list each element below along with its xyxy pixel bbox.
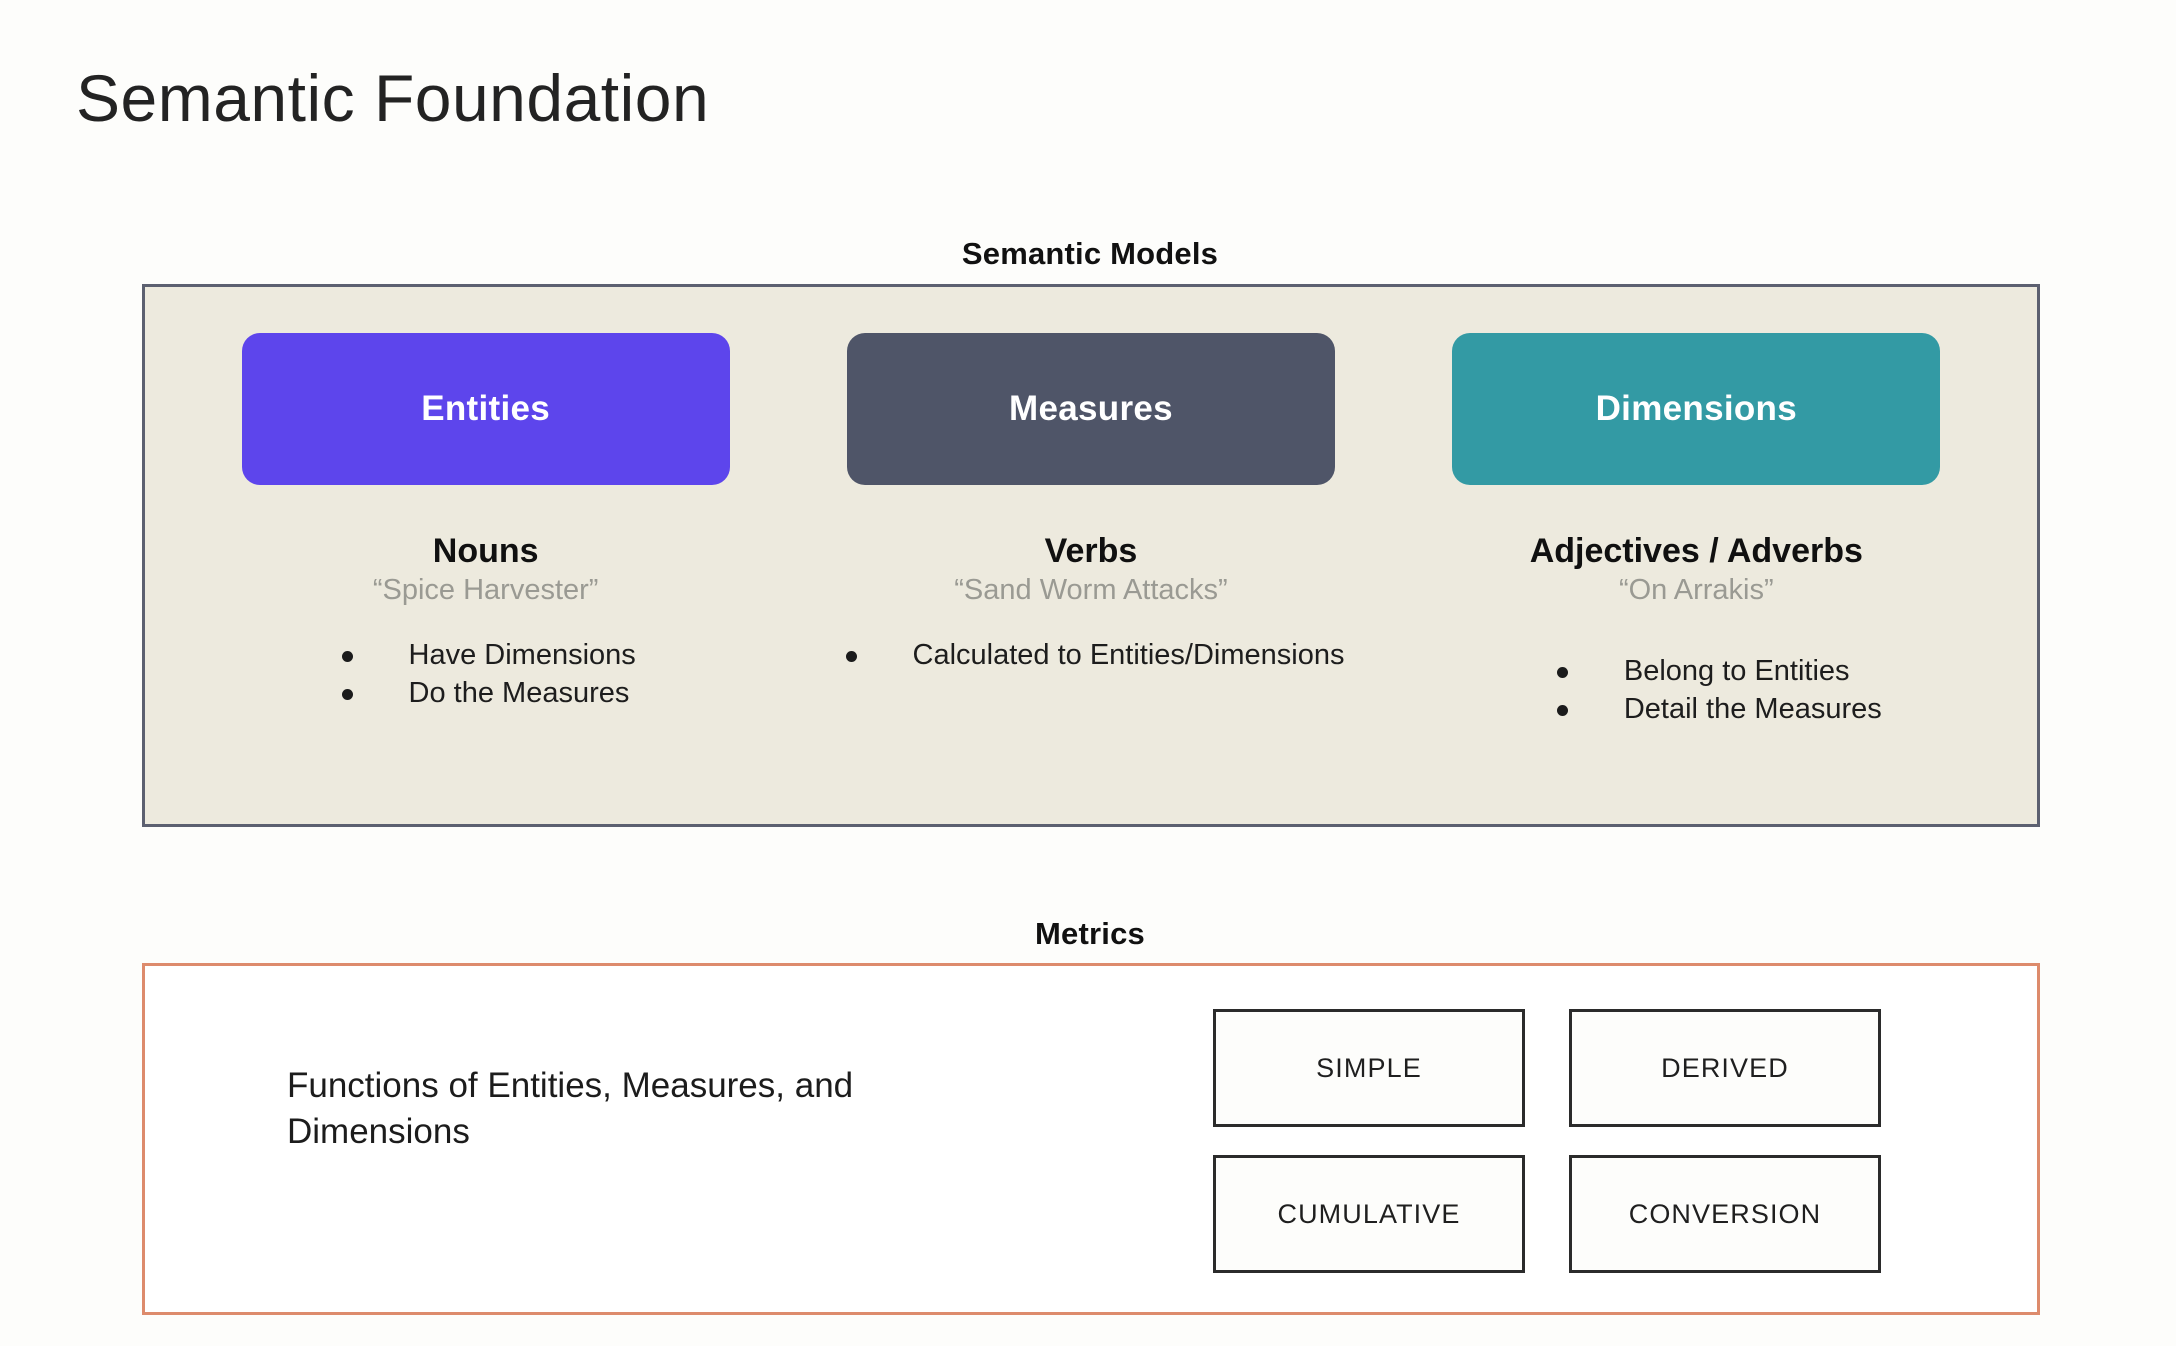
bullet-dot-icon xyxy=(341,651,353,663)
dimensions-example: “On Arrakis” xyxy=(1618,574,1774,607)
model-column-measures: Measures Verbs “Sand Worm Attacks” Calcu… xyxy=(788,333,1393,824)
list-item: Belong to Entities xyxy=(1556,653,1882,690)
bullet-dot-icon xyxy=(1556,704,1568,716)
bullet-dot-icon xyxy=(341,688,353,700)
dimensions-pill[interactable]: Dimensions xyxy=(1452,333,1941,485)
metric-type-derived[interactable]: DERIVED xyxy=(1569,1009,1881,1127)
measures-example: “Sand Worm Attacks” xyxy=(954,574,1228,607)
semantic-models-panel: Entities Nouns “Spice Harvester” Have Di… xyxy=(142,284,2040,827)
semantic-models-grid: Entities Nouns “Spice Harvester” Have Di… xyxy=(145,287,2037,824)
list-item: Detail the Measures xyxy=(1556,691,1882,728)
dimensions-bullet-0: Belong to Entities xyxy=(1623,655,1850,688)
entities-bullet-0: Have Dimensions xyxy=(408,639,636,672)
entities-example: “Spice Harvester” xyxy=(372,574,599,607)
bullet-dot-icon xyxy=(1556,667,1568,679)
dimensions-bullet-1: Detail the Measures xyxy=(1623,692,1882,725)
bullet-dot-icon xyxy=(845,651,857,663)
metrics-panel: Functions of Entities, Measures, and Dim… xyxy=(142,963,2040,1315)
page-title: Semantic Foundation xyxy=(76,61,710,135)
entities-bullet-list: Have Dimensions Do the Measures xyxy=(341,637,636,712)
list-item: Have Dimensions xyxy=(341,637,636,674)
metric-type-simple[interactable]: SIMPLE xyxy=(1213,1009,1525,1127)
measures-pill[interactable]: Measures xyxy=(846,333,1335,485)
entities-pill[interactable]: Entities xyxy=(241,333,730,485)
measures-bullet-list: Calculated to Entities/Dimensions xyxy=(845,637,1345,674)
measures-part-of-speech: Verbs xyxy=(1044,532,1138,570)
metrics-label: Metrics xyxy=(1035,916,1145,951)
metrics-description: Functions of Entities, Measures, and Dim… xyxy=(287,1066,854,1151)
list-item: Calculated to Entities/Dimensions xyxy=(845,637,1345,674)
semantic-models-label: Semantic Models xyxy=(961,236,1219,271)
model-column-entities: Entities Nouns “Spice Harvester” Have Di… xyxy=(183,333,788,824)
list-item: Do the Measures xyxy=(341,675,636,712)
dimensions-bullet-list: Belong to Entities Detail the Measures xyxy=(1556,653,1882,728)
entities-bullet-1: Do the Measures xyxy=(408,676,630,709)
model-column-dimensions: Dimensions Adjectives / Adverbs “On Arra… xyxy=(1394,333,1999,824)
metric-type-conversion[interactable]: CONVERSION xyxy=(1569,1155,1881,1273)
metric-type-cumulative[interactable]: CUMULATIVE xyxy=(1213,1155,1525,1273)
entities-part-of-speech: Nouns xyxy=(432,532,539,570)
dimensions-part-of-speech: Adjectives / Adverbs xyxy=(1529,532,1863,570)
measures-bullet-0: Calculated to Entities/Dimensions xyxy=(912,639,1345,672)
metrics-type-grid: SIMPLE DERIVED CUMULATIVE CONVERSION xyxy=(1213,1009,1903,1273)
